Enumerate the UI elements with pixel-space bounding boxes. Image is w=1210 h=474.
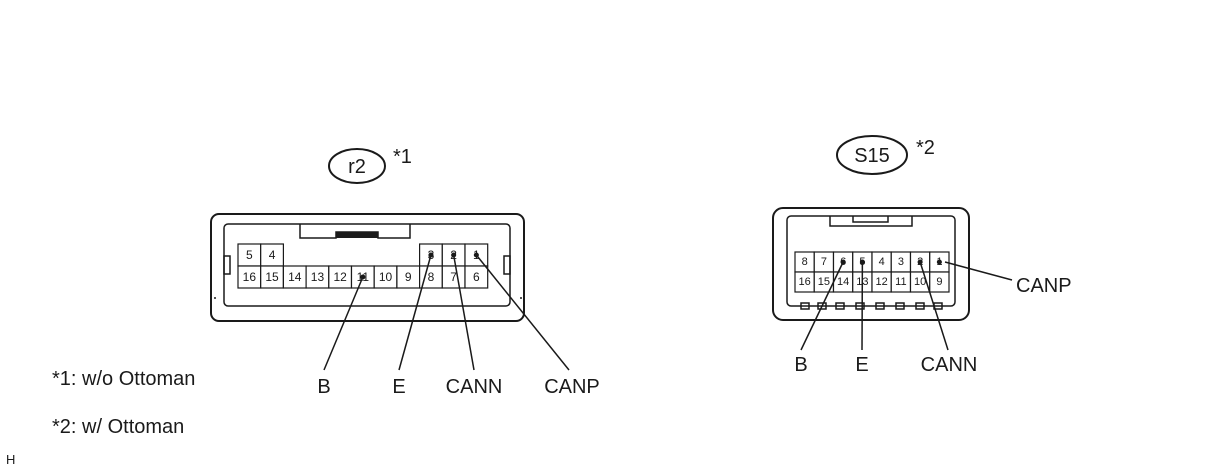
- callout-line: [919, 261, 949, 351]
- signal-label: E: [392, 376, 405, 398]
- callout-line: [452, 254, 475, 371]
- pin-number: 6: [473, 270, 480, 284]
- pin-number: 16: [799, 276, 811, 288]
- pin-number: 12: [333, 270, 347, 284]
- pin-number: 5: [246, 248, 253, 262]
- pin-number: 14: [837, 276, 849, 288]
- signal-label: CANN: [446, 376, 503, 398]
- pin-number: 4: [269, 248, 276, 262]
- pin-cell: [464, 265, 489, 289]
- connector-marker: *1: [393, 146, 412, 168]
- connector-code-label: r2: [348, 156, 366, 178]
- pin-number: 13: [311, 270, 325, 284]
- pin-number: 8: [428, 270, 435, 284]
- pin-number: 7: [450, 270, 457, 284]
- pin-number: 8: [802, 256, 808, 268]
- pin-number: 10: [914, 276, 926, 288]
- connector-code-ellipse: [328, 148, 386, 184]
- connector-code-label: S15: [854, 145, 890, 167]
- pin-number: 12: [876, 276, 888, 288]
- signal-label: CANP: [544, 376, 600, 398]
- footnote-1: *1: w/o Ottoman: [52, 368, 196, 390]
- pin-number: 16: [243, 270, 257, 284]
- connector-marker: *2: [916, 137, 935, 159]
- signal-label: CANP: [1016, 275, 1072, 297]
- pin-number: 9: [405, 270, 412, 284]
- pin-cell: [929, 271, 950, 293]
- connector-r2-body: [210, 213, 525, 322]
- connector-code-ellipse: [836, 135, 908, 175]
- signal-label: CANN: [921, 354, 978, 376]
- figure-code: H: [6, 452, 16, 467]
- callout-line: [398, 254, 432, 371]
- footnote-2: *2: w/ Ottoman: [52, 416, 185, 438]
- pin-number: 4: [879, 256, 885, 268]
- signal-label: B: [317, 376, 330, 398]
- signal-label: B: [794, 354, 807, 376]
- pin-number: 11: [895, 276, 906, 288]
- signal-label: E: [855, 354, 868, 376]
- pin-number: 7: [821, 256, 827, 268]
- callout-line: [800, 261, 844, 351]
- pin-number: 14: [288, 270, 302, 284]
- pin-number: 15: [265, 270, 279, 284]
- pin-number: 9: [936, 276, 942, 288]
- callout-line: [475, 254, 570, 371]
- pin-number: 10: [379, 270, 393, 284]
- callout-line: [944, 261, 1013, 281]
- callout-line: [323, 276, 364, 371]
- pin-marker-dot: [936, 259, 942, 265]
- pin-number: 15: [818, 276, 830, 288]
- pin-number: 3: [898, 256, 904, 268]
